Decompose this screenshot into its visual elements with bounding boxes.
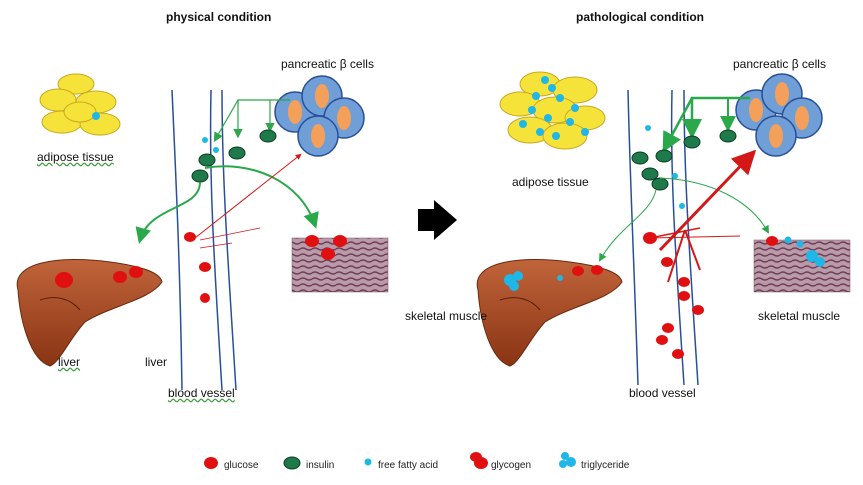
left-liver-label-2: liver [145, 355, 168, 369]
legend-glucose-label: glucose [224, 459, 259, 471]
right-liver [476, 258, 623, 367]
left-blood-vessel [171, 89, 237, 391]
left-insulin-dots [191, 129, 277, 183]
transition-arrow [418, 200, 457, 240]
right-vessel-label: blood vessel [629, 386, 696, 400]
right-skeletal-muscle [753, 236, 851, 293]
left-vessel-label: blood vessel [168, 386, 235, 400]
right-skeletal-left-label: skeletal muscle [405, 309, 488, 323]
left-adipose-tissue [39, 73, 121, 136]
legend-glycogen-label: glycogen [491, 459, 532, 471]
legend-fatty-acid: free fatty acid [374, 456, 438, 474]
right-title: pathological condition [576, 10, 704, 24]
legend-glycogen: glycogen [487, 456, 531, 474]
legend-markers [204, 452, 576, 470]
right-insulin-dots [631, 129, 737, 191]
glycogen-legend-icon [470, 452, 488, 469]
left-adipose-label: adipose tissue [37, 150, 114, 164]
legend-insulin: insulin [302, 456, 334, 474]
left-skeletal-muscle [291, 235, 389, 293]
right-adipose-label: adipose tissue [512, 175, 589, 189]
legend-glucose: glucose [220, 456, 258, 474]
glucose-legend-icon [204, 457, 218, 469]
right-panel [476, 71, 851, 386]
left-glucose-dots [184, 232, 211, 303]
legend-triglyceride: triglyceride [577, 456, 629, 474]
right-adipose-tissue [499, 71, 606, 150]
triglyceride-legend-icon [559, 452, 576, 468]
left-liver [16, 258, 163, 367]
insulin-legend-icon [283, 456, 301, 470]
left-liver-label: liver [58, 355, 81, 369]
left-pancreatic-cells [274, 75, 365, 157]
right-pancreas-label: pancreatic β cells [733, 57, 826, 71]
left-pancreas-label: pancreatic β cells [281, 57, 374, 71]
right-glucose-dots [643, 232, 704, 359]
fatty-acid-legend-icon [364, 458, 372, 466]
left-panel [16, 73, 389, 391]
right-skeletal-right-label: skeletal muscle [758, 309, 841, 323]
legend-insulin-label: insulin [306, 459, 335, 471]
left-title: physical condition [166, 10, 272, 24]
legend-fatty-acid-label: free fatty acid [378, 459, 439, 471]
legend-triglyceride-label: triglyceride [581, 459, 630, 471]
right-pancreatic-cells [735, 73, 823, 157]
